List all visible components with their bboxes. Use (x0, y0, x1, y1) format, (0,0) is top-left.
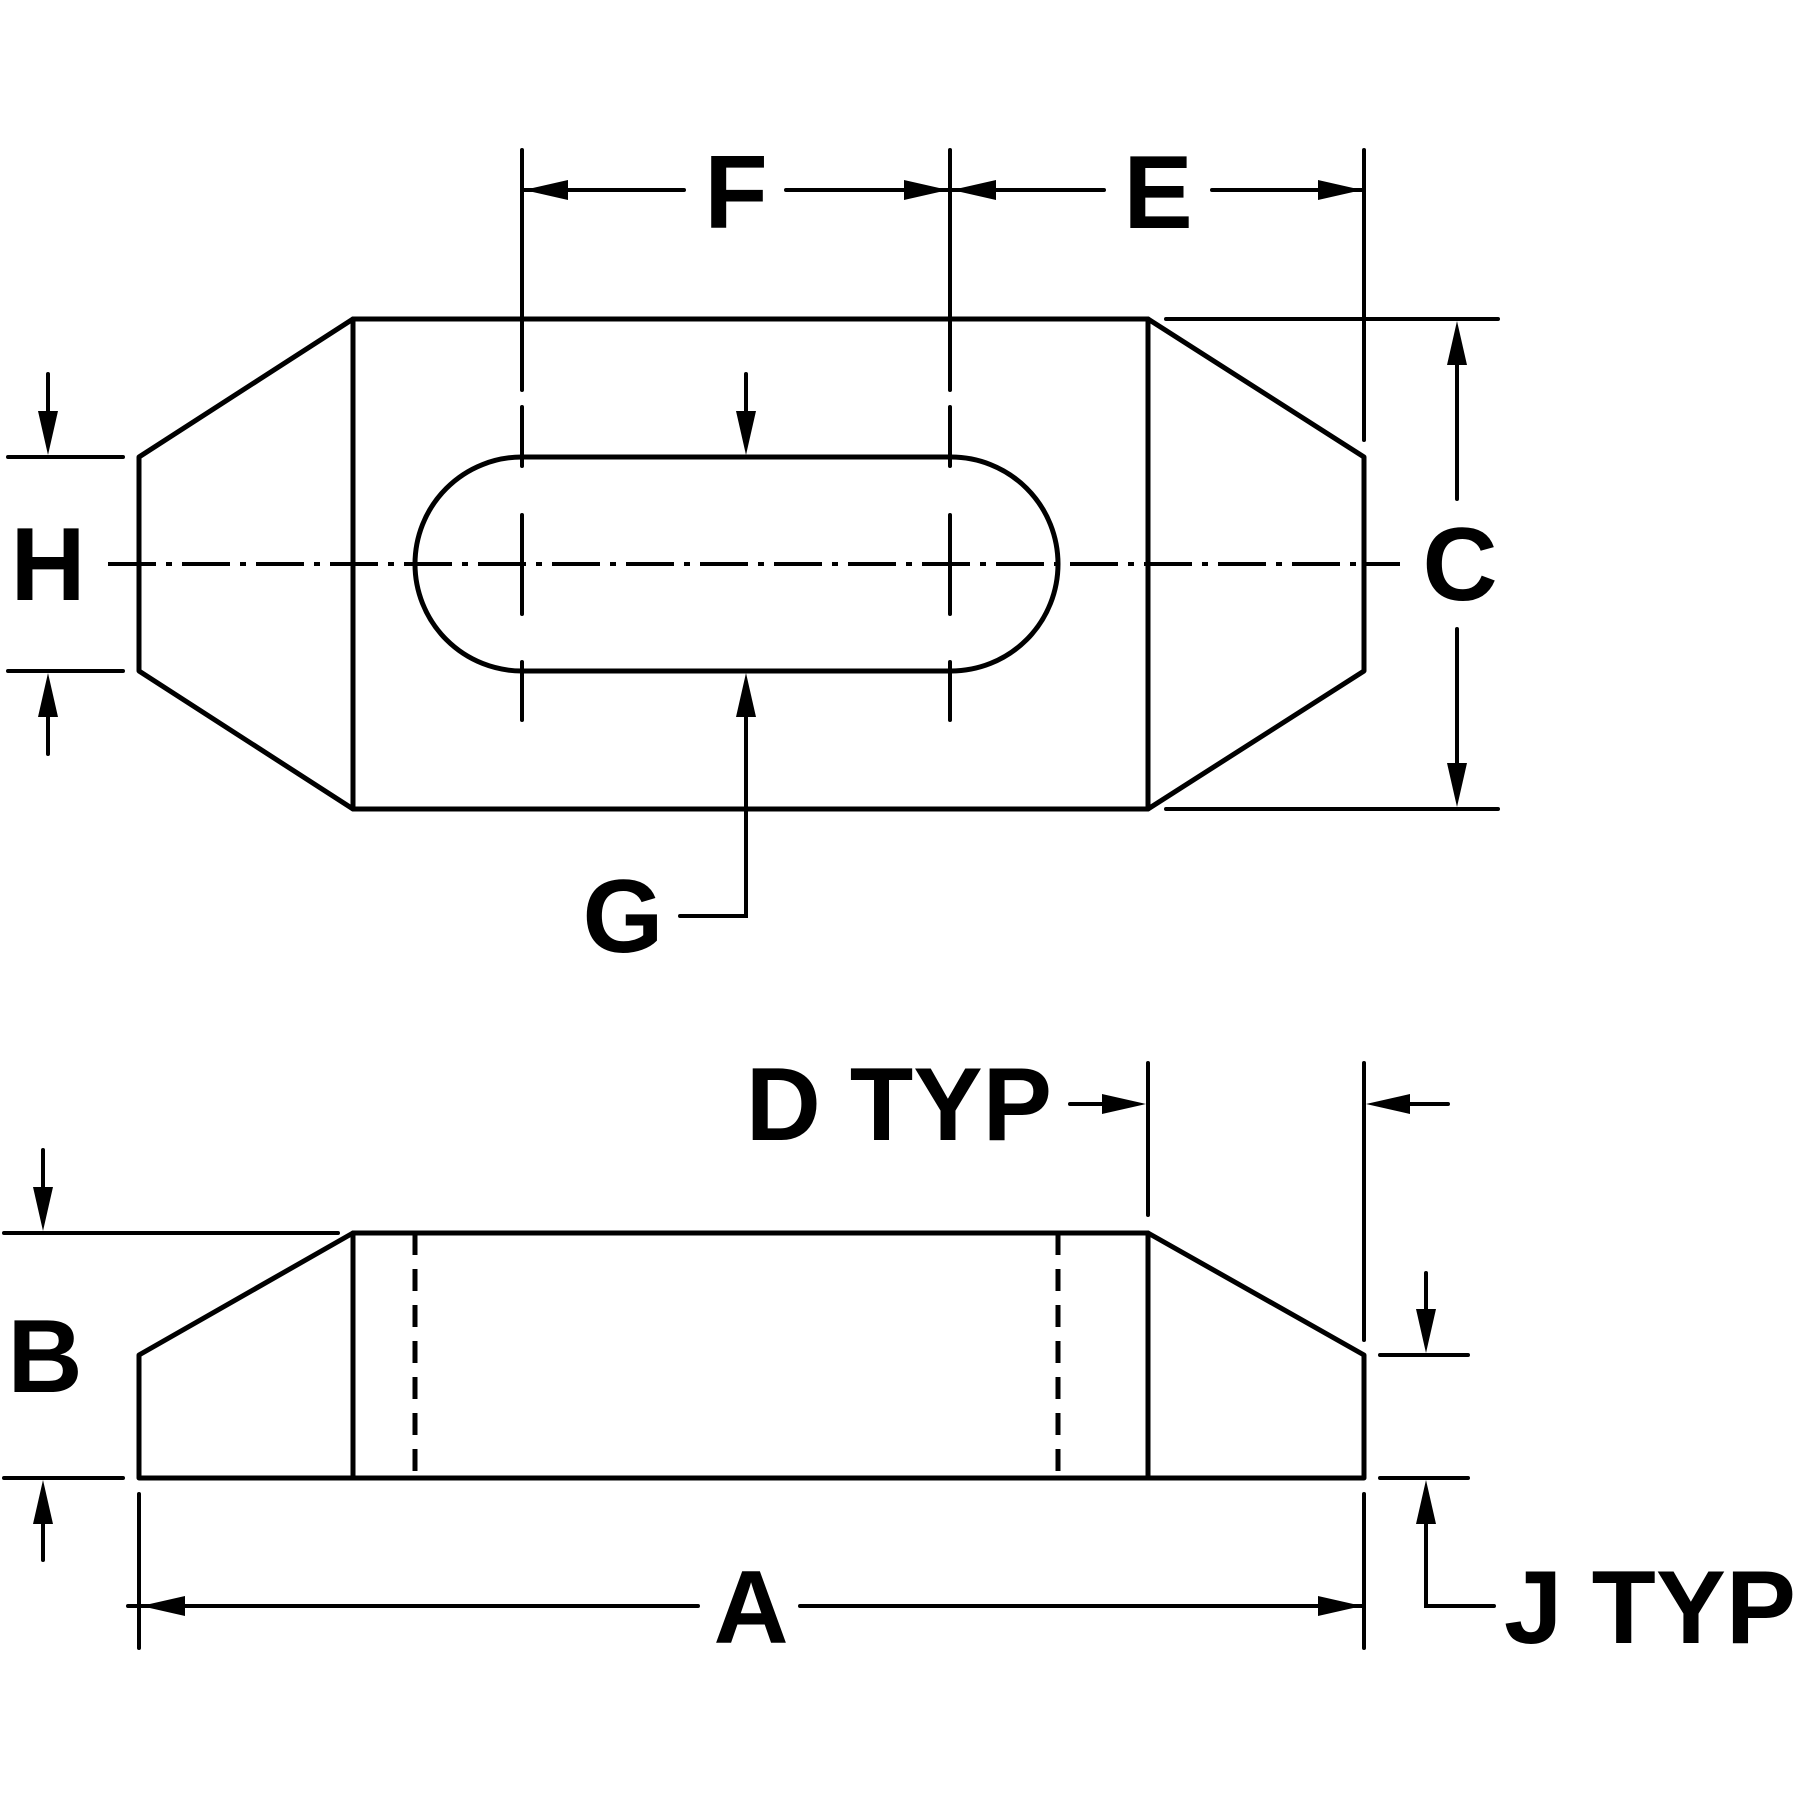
h-arrow-top (38, 411, 58, 455)
label-a: A (713, 1550, 788, 1666)
f-arrow-left (524, 180, 568, 200)
top-view: F E H C G (6, 135, 1500, 975)
j-leader-line (1424, 1518, 1496, 1608)
g-leader-line (678, 711, 748, 918)
label-e: E (1123, 135, 1192, 251)
e-arrow-right (1318, 180, 1362, 200)
d-arrow-left (1102, 1094, 1146, 1114)
g-arrow-bottom (736, 673, 756, 717)
label-g: G (583, 859, 664, 975)
j-arrow-bottom (1416, 1480, 1436, 1524)
label-j-typ: J TYP (1504, 1550, 1796, 1666)
label-f: F (704, 135, 768, 251)
b-arrow-top (33, 1187, 53, 1231)
label-b: B (7, 1299, 82, 1415)
b-arrow-bottom (33, 1480, 53, 1524)
f-arrow-right (904, 180, 948, 200)
side-view: D TYP B A J TYP (2, 1047, 1796, 1666)
a-arrow-left (141, 1596, 185, 1616)
side-view-outline (136, 1230, 1367, 1481)
e-arrow-left (952, 180, 996, 200)
c-arrow-top (1447, 321, 1467, 365)
a-arrow-right (1318, 1596, 1362, 1616)
c-arrow-bottom (1447, 763, 1467, 807)
label-c: C (1422, 507, 1497, 623)
j-arrow-top (1416, 1309, 1436, 1353)
g-arrow-top (736, 411, 756, 455)
label-h: H (10, 507, 85, 623)
label-d-typ: D TYP (746, 1047, 1052, 1163)
d-arrow-right (1366, 1094, 1410, 1114)
h-arrow-bottom (38, 673, 58, 717)
